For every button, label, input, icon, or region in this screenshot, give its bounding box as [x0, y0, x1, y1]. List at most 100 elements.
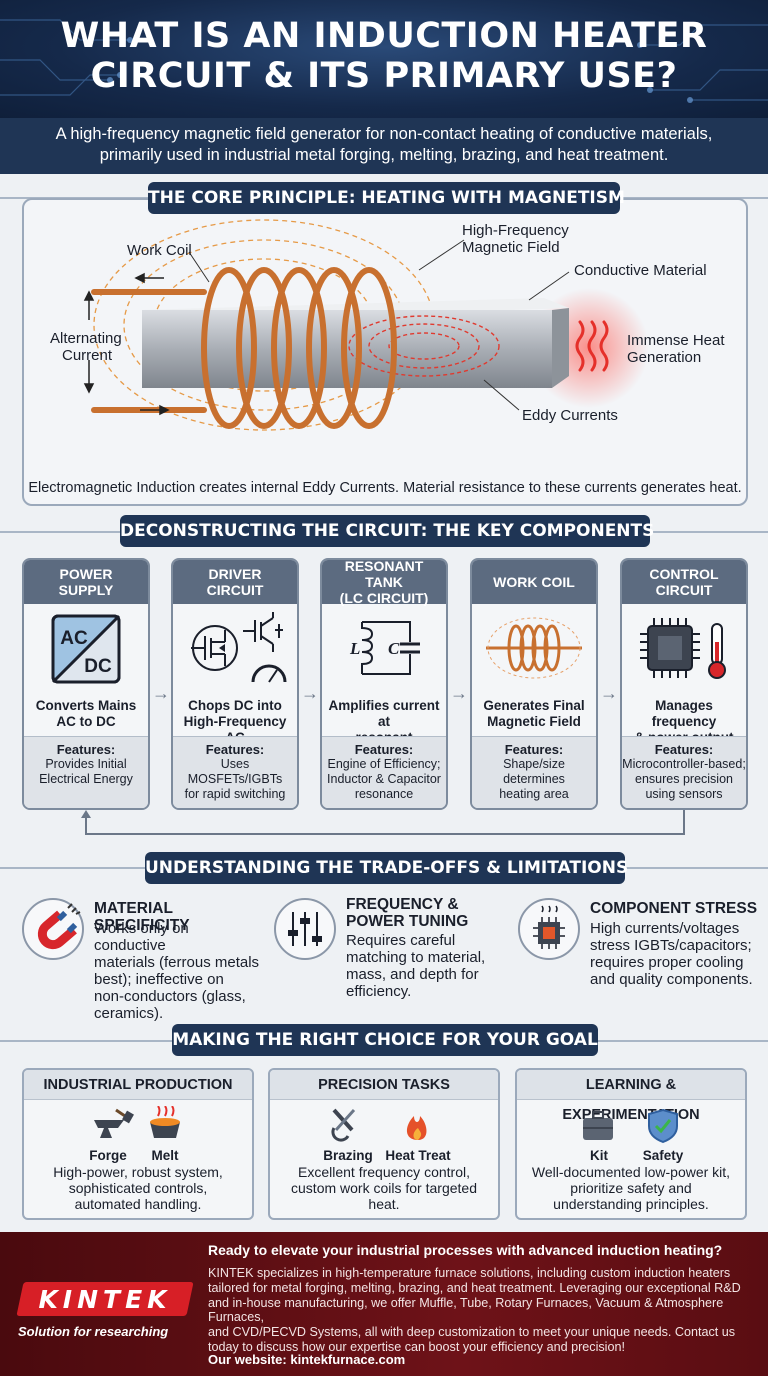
card-features: Features:Engine of Efficiency;Inductor &…	[322, 736, 446, 808]
goal-body: Well-documented low-power kit,prioritize…	[531, 1164, 731, 1212]
card-title: SUPPLY	[58, 582, 114, 598]
svg-text:C: C	[388, 639, 400, 658]
website-link[interactable]: Our website: kintekfurnace.com	[208, 1352, 406, 1367]
goal-icons	[517, 1106, 745, 1162]
tradeoff-title: COMPONENT STRESS	[590, 900, 758, 917]
goal-title: LEARNING & EXPERIMENTATION	[517, 1070, 745, 1123]
logo-text: KINTEK	[38, 1285, 172, 1314]
induction-diagram	[83, 219, 649, 431]
footer-cta: KINTEK Solution for researching Ready to…	[0, 1232, 768, 1376]
alternating-current-label-2: Current	[62, 347, 113, 364]
conductive-material-label: Conductive Material	[574, 262, 707, 279]
dc-text: DC	[84, 656, 112, 677]
circuit-pattern	[0, 19, 768, 103]
goal-icons	[24, 1105, 252, 1162]
goal-icon-label: Melt	[151, 1148, 179, 1163]
goal-card-learning: LEARNING & EXPERIMENTATION Kit Safety We…	[515, 1068, 747, 1220]
goal-icon-label: Brazing	[323, 1148, 373, 1163]
feedback-loop-line	[81, 810, 685, 835]
magnet-icon	[22, 898, 84, 960]
goal-card-precision: PRECISION TASKS Brazing Heat Treat Excel…	[268, 1068, 500, 1220]
subtitle-line-2: primarily used in industrial metal forgi…	[99, 146, 669, 164]
tradeoff-material-specificity: MATERIAL SPECIFICITY Works only on condu…	[22, 896, 262, 1022]
card-features: Features:Microcontroller-based;ensures p…	[622, 736, 746, 808]
goal-title: PRECISION TASKS	[270, 1070, 498, 1100]
flow-arrow-icon: →	[301, 683, 319, 703]
section-heading-components: DECONSTRUCTING THE CIRCUIT: THE KEY COMP…	[120, 515, 654, 547]
footer-body: KINTEK specializes in high-temperature f…	[208, 1266, 741, 1354]
goal-icon-label: Kit	[590, 1148, 608, 1163]
component-card-resonant-tank: RESONANT TANK(LC CIRCUIT) L C Amplifies …	[320, 558, 448, 810]
heat-label-2: Generation	[627, 349, 702, 366]
logo-tagline: Solution for researching	[18, 1324, 169, 1339]
principle-caption: Electromagnetic Induction creates intern…	[28, 480, 742, 496]
flow-arrow-icon: →	[600, 683, 618, 703]
svg-text:L: L	[349, 639, 360, 658]
alternating-current-label-1: Alternating	[50, 330, 122, 347]
goal-body: Excellent frequency control,custom work …	[291, 1164, 477, 1212]
melt-icon	[150, 1105, 180, 1138]
principle-diagram-box: Work Coil High-Frequency Magnetic Field …	[22, 198, 748, 506]
ac-text: AC	[60, 628, 88, 649]
title-line-1: WHAT IS AN INDUCTION HEATER	[60, 16, 708, 56]
flow-arrow-icon: →	[450, 683, 468, 703]
tradeoff-frequency-tuning: FREQUENCY &POWER TUNING Requires careful…	[274, 896, 514, 1016]
anvil-icon	[94, 1108, 134, 1138]
fire-icon	[406, 1116, 427, 1140]
safety-shield-icon	[648, 1108, 678, 1144]
transistor-icon	[173, 608, 297, 694]
microchip-icon	[622, 608, 746, 694]
goal-card-industrial: INDUSTRIAL PRODUCTION Forge Melt High-po…	[22, 1068, 254, 1220]
section-heading-principle: THE CORE PRINCIPLE: HEATING WITH MAGNETI…	[148, 182, 625, 214]
section-heading-goals: MAKING THE RIGHT CHOICE FOR YOUR GOAL	[172, 1024, 598, 1056]
sliders-icon	[274, 898, 336, 960]
tradeoff-title: MATERIAL SPECIFICITY	[94, 900, 190, 934]
goal-title: INDUSTRIAL PRODUCTION	[24, 1070, 252, 1100]
page-title: WHAT IS AN INDUCTION HEATER CIRCUIT & IT…	[0, 16, 768, 96]
goal-icons	[270, 1106, 498, 1162]
card-title: POWER	[59, 566, 113, 582]
subtitle-line-1: A high-frequency magnetic field generato…	[55, 125, 713, 143]
footer-headline: Ready to elevate your industrial process…	[208, 1242, 723, 1258]
hot-chip-icon	[518, 898, 580, 960]
goal-body: High-power, robust system,sophisticated …	[53, 1164, 223, 1212]
tradeoff-title: FREQUENCY &POWER TUNING	[346, 896, 469, 930]
goal-icon-label: Safety	[642, 1148, 684, 1163]
subtitle-bar: A high-frequency magnetic field generato…	[0, 118, 768, 174]
coil-icon	[472, 608, 596, 694]
hf-field-label-2: Magnetic Field	[462, 239, 560, 256]
work-coil-label: Work Coil	[127, 242, 192, 259]
eddy-currents-label: Eddy Currents	[522, 407, 618, 424]
heat-label-1: Immense Heat	[627, 332, 725, 349]
goal-icon-label: Heat Treat	[385, 1148, 451, 1163]
hero-banner: WHAT IS AN INDUCTION HEATER CIRCUIT & IT…	[0, 0, 768, 118]
title-line-2: CIRCUIT & ITS PRIMARY USE?	[90, 56, 678, 96]
goal-icon-label: Forge	[89, 1148, 127, 1163]
toolkit-icon	[583, 1111, 613, 1140]
card-header: RESONANT TANK(LC CIRCUIT)	[322, 560, 446, 606]
flow-arrow-icon: →	[152, 683, 170, 703]
hf-field-label-1: High-Frequency	[462, 222, 569, 239]
section-heading-tradeoffs: UNDERSTANDING THE TRADE-OFFS & LIMITATIO…	[145, 852, 628, 884]
card-header: WORK COIL	[472, 560, 596, 604]
lc-circuit-icon: L C	[322, 608, 446, 694]
brazing-icon	[331, 1108, 356, 1142]
ac-dc-converter-icon: AC DC	[24, 608, 148, 694]
